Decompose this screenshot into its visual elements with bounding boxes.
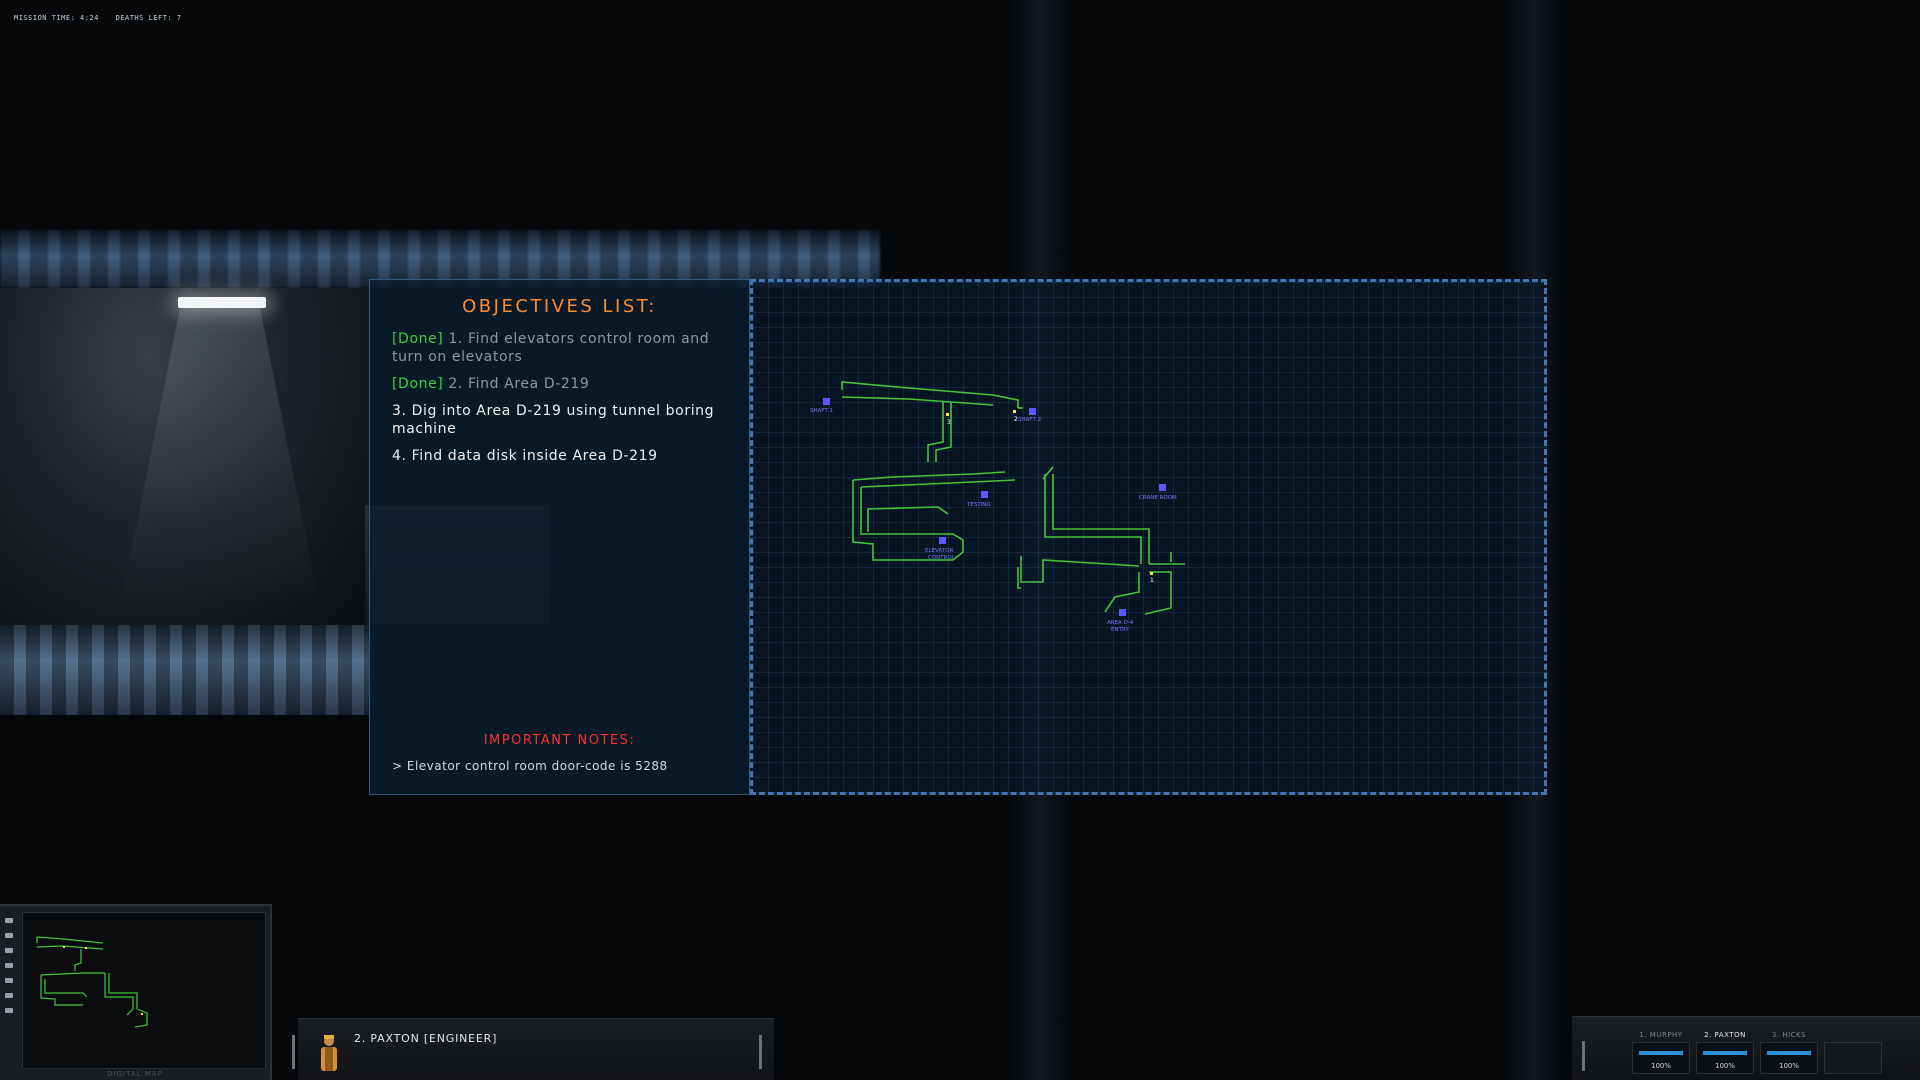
minimap-screen[interactable]: [22, 912, 266, 1069]
marker-number: 2: [1014, 416, 1018, 423]
squad-member-status: [1824, 1042, 1882, 1074]
label-elevator-control: ELEVATOR: [925, 548, 953, 554]
health-percent: 100%: [1778, 1062, 1799, 1070]
minimap-button[interactable]: [5, 948, 13, 953]
ceiling-lamp: [178, 297, 266, 308]
minimap-drawing: [36, 936, 148, 1028]
character-name: 2. PAXTON [ENGINEER]: [354, 1032, 498, 1045]
map-drawing: SHAFT 1 SHAFT 2 TESTING CRANE ROOM ELEVA…: [810, 381, 1185, 633]
objective-item: [Done] 1. Find elevators control room an…: [392, 330, 732, 366]
squad-slot-empty: [1824, 1031, 1882, 1075]
minimap-button[interactable]: [5, 978, 13, 983]
health-bar: [1703, 1051, 1747, 1055]
room-testing: [981, 491, 988, 498]
done-tag: [Done]: [392, 376, 444, 392]
squad-member-name: 1. MURPHY: [1639, 1031, 1683, 1039]
objectives-title: OBJECTIVES LIST:: [462, 296, 657, 317]
marker-3: [946, 413, 949, 416]
label-crane-room: CRANE ROOM: [1139, 495, 1177, 501]
tactical-map[interactable]: SHAFT 1 SHAFT 2 TESTING CRANE ROOM ELEVA…: [750, 279, 1547, 795]
squad-member-name: 3. HICKS: [1771, 1031, 1807, 1039]
squad-slot-murphy[interactable]: 1. MURPHY 100%: [1632, 1031, 1690, 1075]
health-bar: [1639, 1051, 1683, 1055]
squad-member-status: 100%: [1760, 1042, 1818, 1074]
minimap-button[interactable]: [5, 933, 13, 938]
squad-member-name: [1824, 1031, 1882, 1039]
marker-number: 3: [947, 419, 951, 426]
minimap-button[interactable]: [5, 918, 13, 923]
label-shaft-1: SHAFT 1: [810, 408, 833, 414]
room-shaft-2: [1029, 408, 1036, 415]
top-hud: MISSION TIME: 4:24 DEATHS LEFT: 7: [14, 14, 194, 22]
objective-item: 3. Dig into Area D-219 using tunnel bori…: [392, 402, 732, 438]
map-markers: [946, 410, 1153, 575]
map-corridors: [841, 381, 1185, 615]
objective-item: 4. Find data disk inside Area D-219: [392, 447, 732, 465]
mission-time: MISSION TIME: 4:24: [14, 14, 99, 22]
label-area-d4: AREA D-4: [1107, 620, 1134, 626]
minimap-button[interactable]: [5, 993, 13, 998]
label-testing: TESTING: [966, 502, 991, 508]
done-tag: [Done]: [392, 331, 444, 347]
label-area-d4-2: ENTRY: [1111, 627, 1129, 633]
objective-text: 1. Find elevators control room and turn …: [392, 331, 710, 365]
objective-text: 2. Find Area D-219: [443, 376, 590, 392]
map-marker-numbers: 3 2 1: [947, 416, 1154, 584]
label-shaft-2: SHAFT 2: [1018, 417, 1041, 423]
objectives-list: [Done] 1. Find elevators control room an…: [392, 330, 732, 474]
room-elevator-control: [939, 537, 946, 544]
minimap-button[interactable]: [5, 963, 13, 968]
objectives-panel: OBJECTIVES LIST: [Done] 1. Find elevator…: [369, 279, 750, 795]
important-notes-title: IMPORTANT NOTES:: [483, 733, 636, 748]
health-percent: 100%: [1714, 1062, 1735, 1070]
tunnel-ceiling: [0, 230, 880, 288]
squad-separator: [1582, 1041, 1585, 1071]
minimap-label: DIGITAL MAP: [107, 1070, 163, 1078]
minimap-side-buttons: [3, 914, 15, 1054]
important-note: > Elevator control room door-code is 528…: [392, 759, 668, 773]
squad-member-status: 100%: [1632, 1042, 1690, 1074]
minimap-frame: DIGITAL MAP: [0, 904, 272, 1080]
objective-text: 4. Find data disk inside Area D-219: [392, 448, 658, 464]
minimap-button[interactable]: [5, 1008, 13, 1013]
map-rooms: [823, 398, 1166, 616]
objective-text: 3. Dig into Area D-219 using tunnel bori…: [392, 403, 715, 437]
squad-panel: 1. MURPHY 100% 2. PAXTON 100% 3. HICKS 1…: [1572, 1016, 1920, 1080]
marker-number: 1: [1150, 577, 1154, 584]
objective-item: [Done] 2. Find Area D-219: [392, 375, 732, 393]
room-area-d4: [1119, 609, 1126, 616]
character-bar[interactable]: 2. PAXTON [ENGINEER]: [292, 1018, 774, 1080]
marker-2: [1013, 410, 1016, 413]
tunnel-wall: [0, 288, 370, 628]
label-elevator-control-2: CONTROL: [928, 555, 956, 561]
health-bar: [1767, 1051, 1811, 1055]
character-portrait-icon: [321, 1035, 337, 1071]
deaths-left: DEATHS LEFT: 7: [115, 14, 182, 22]
squad-member-name: 2. PAXTON: [1704, 1031, 1746, 1039]
room-crane: [1159, 484, 1166, 491]
tunnel-floor: [0, 625, 370, 715]
squad-slot-paxton[interactable]: 2. PAXTON 100%: [1696, 1031, 1754, 1075]
health-percent: 100%: [1650, 1062, 1671, 1070]
squad-member-status: 100%: [1696, 1042, 1754, 1074]
squad-slot-hicks[interactable]: 3. HICKS 100%: [1760, 1031, 1818, 1075]
marker-1: [1150, 572, 1153, 575]
room-shaft-1: [823, 398, 830, 405]
